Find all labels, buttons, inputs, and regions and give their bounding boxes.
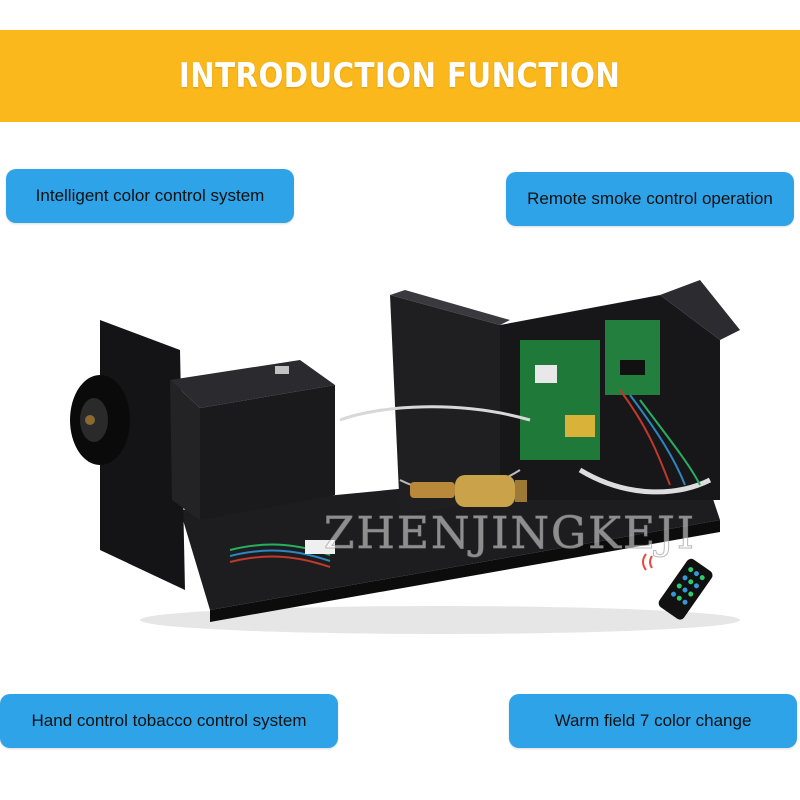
banner-title: INTRODUCTION FUNCTION	[179, 56, 621, 96]
watermark-text: ZHENJINGKEJI	[323, 508, 697, 560]
remote-control-icon	[642, 553, 713, 620]
title-banner: INTRODUCTION FUNCTION	[0, 30, 800, 122]
feature-label-remote-control: Remote smoke control operation	[506, 172, 794, 226]
feature-label-hand-control: Hand control tobacco control system	[0, 694, 338, 748]
smoke-machine-image	[70, 280, 740, 634]
feature-label-color-control: Intelligent color control system	[6, 169, 294, 223]
feature-label-color-change: Warm field 7 color change	[509, 694, 797, 748]
left-side-panel	[100, 320, 185, 590]
brass-pump	[455, 475, 515, 507]
circuit-board	[520, 340, 600, 460]
